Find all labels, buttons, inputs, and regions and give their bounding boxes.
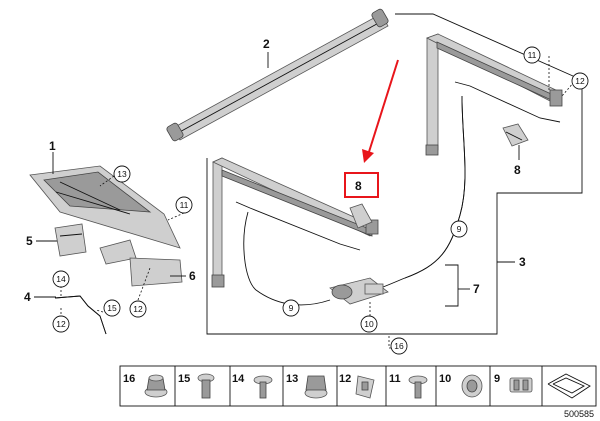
- svg-text:12: 12: [575, 76, 585, 86]
- clip-nut-icon: [355, 375, 375, 399]
- strip-label-15: 15: [178, 373, 190, 385]
- circled-label-14: 14: [52, 270, 70, 288]
- leader-c16: [388, 336, 399, 349]
- leader-c13: [99, 175, 115, 187]
- label-4: 4: [24, 290, 31, 304]
- label-8-right: 8: [514, 163, 521, 177]
- nut-icon: [144, 374, 168, 398]
- circled-label-11-left: 11: [175, 196, 193, 214]
- flange-screw-icon: [408, 375, 428, 399]
- circled-label-11-top: 11: [523, 46, 541, 64]
- assembly-3-outline: [206, 13, 583, 335]
- hex-nut-icon: [304, 375, 328, 399]
- svg-text:11: 11: [180, 200, 189, 210]
- label-6: 6: [189, 269, 196, 283]
- screw-icon: [197, 373, 215, 399]
- svg-text:15: 15: [107, 303, 117, 313]
- label-1: 1: [49, 139, 56, 153]
- diagram-part-number: 500585: [564, 409, 594, 419]
- strip-label-14: 14: [232, 373, 245, 385]
- highlight-arrow: [367, 59, 399, 156]
- svg-text:16: 16: [394, 341, 404, 351]
- bracket-part-8-left: [349, 203, 373, 229]
- svg-text:13: 13: [117, 169, 127, 179]
- circled-label-9-left: 9: [282, 299, 300, 317]
- grommet-icon: [461, 374, 483, 398]
- svg-text:12: 12: [133, 304, 143, 314]
- label-5: 5: [26, 234, 33, 248]
- label-3: 3: [519, 255, 526, 269]
- right-slide-rail: [454, 81, 561, 123]
- leader-c12-top: [561, 81, 575, 97]
- strip-label-9: 9: [494, 373, 500, 385]
- strip-label-16: 16: [123, 373, 135, 385]
- leader-c15: [95, 309, 104, 313]
- svg-text:10: 10: [364, 319, 374, 329]
- label-8-highlight: 8: [355, 179, 362, 193]
- bracket-part-8: [502, 123, 529, 147]
- svg-text:9: 9: [457, 224, 462, 234]
- seal-strip-icon: [547, 373, 591, 399]
- circled-label-9-right: 9: [450, 220, 468, 238]
- svg-text:14: 14: [56, 274, 66, 284]
- svg-text:12: 12: [56, 319, 66, 329]
- cable-clip-icon: [509, 377, 533, 393]
- circled-label-15: 15: [103, 299, 121, 317]
- circled-label-12-top: 12: [571, 72, 589, 90]
- label-2: 2: [263, 37, 270, 51]
- bracket-part-5: [54, 223, 87, 257]
- circled-label-12-bottom: 12: [52, 315, 70, 333]
- strip-label-10: 10: [439, 373, 451, 385]
- highlight-box: [344, 172, 379, 198]
- right-guide-rail: [425, 33, 563, 156]
- label-7: 7: [473, 282, 480, 296]
- drive-motor: [329, 277, 389, 305]
- strip-label-11: 11: [389, 373, 401, 385]
- leader-c12-left: [137, 267, 151, 301]
- strap-part-4: [54, 295, 107, 335]
- left-guide-rail: [211, 157, 379, 288]
- leader-c11-left: [167, 212, 185, 221]
- circled-label-12-left: 12: [129, 300, 147, 318]
- strip-label-13: 13: [286, 373, 298, 385]
- svg-text:9: 9: [289, 303, 294, 313]
- circled-label-13: 13: [113, 165, 131, 183]
- washer-screw-icon: [253, 375, 273, 399]
- drive-cable-left: [243, 211, 331, 306]
- left-slide-rail: [235, 201, 361, 251]
- drive-cable-right: [365, 95, 466, 293]
- bracket-part-6: [99, 239, 183, 287]
- highlight-arrow-head: [362, 149, 374, 163]
- svg-text:11: 11: [528, 50, 537, 60]
- circled-label-16: 16: [390, 337, 408, 355]
- assembly-7-bracket: [445, 264, 459, 307]
- strip-label-12: 12: [339, 373, 351, 385]
- roller-tube-part: [166, 8, 389, 142]
- circled-label-10: 10: [360, 315, 378, 333]
- trim-panel-part: [29, 165, 181, 249]
